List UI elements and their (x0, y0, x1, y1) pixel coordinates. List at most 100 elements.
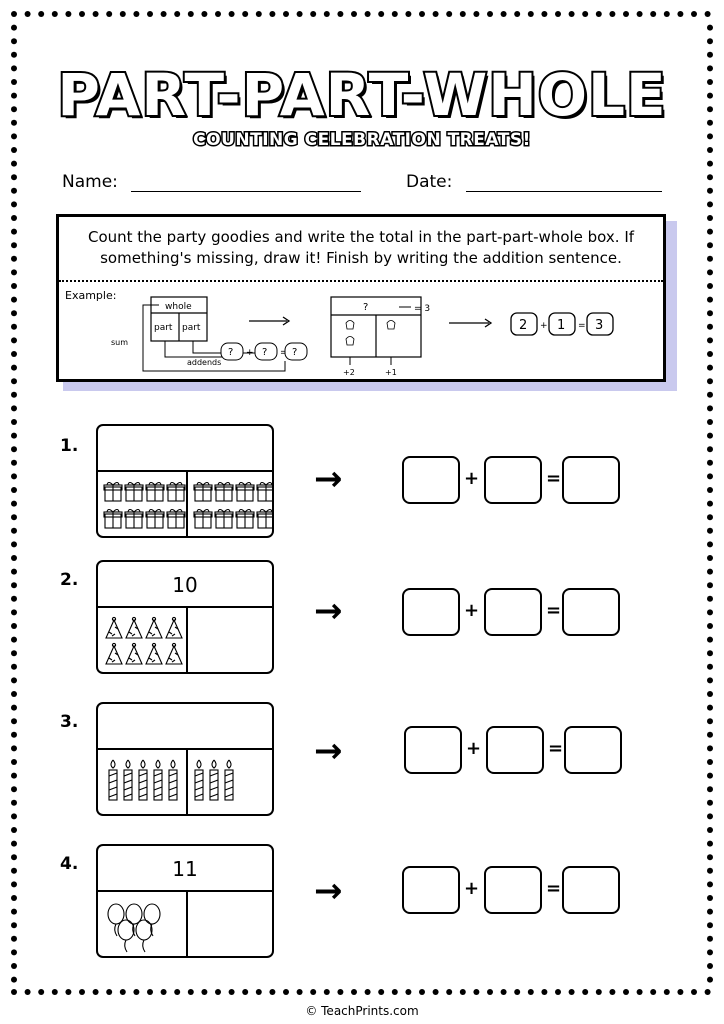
gift-icon (145, 508, 165, 529)
problem-3-addend-2[interactable] (486, 726, 544, 774)
example-q2: ? (262, 347, 267, 358)
problem-3-addend-1[interactable] (404, 726, 462, 774)
candle-icon (108, 759, 118, 801)
candle-icon (224, 759, 234, 801)
worksheet-title: PART-PART-WHOLE (55, 61, 667, 129)
candle-icon (209, 759, 219, 801)
problem-3-plus: + (466, 738, 482, 759)
balloon-icon (117, 919, 135, 953)
example-plus2: +2 (343, 368, 355, 377)
candle-icon (194, 759, 204, 801)
balloon-icon (107, 903, 125, 937)
party-hat-icons (105, 616, 183, 665)
example-plus-small: + (246, 348, 254, 358)
problem-1-equals: = (546, 468, 562, 489)
example-cupcake-icon (345, 320, 396, 346)
example-label: Example: (65, 289, 116, 302)
problem-2-arrow: → (314, 591, 343, 631)
gift-icon (124, 481, 144, 502)
gift-icon (256, 481, 272, 502)
problem-1-addend-1[interactable] (402, 456, 460, 504)
problem-2-part-left[interactable] (98, 608, 188, 672)
example-q3: ? (292, 347, 297, 358)
example-plus1: +1 (385, 368, 397, 377)
gift-icon (214, 508, 234, 529)
problem-2-addend-2[interactable] (484, 588, 542, 636)
example-eq-equals: = (578, 321, 586, 331)
party-hat-icon (145, 616, 163, 639)
problem-3-part-left[interactable] (98, 750, 188, 814)
problem-4-addend-1[interactable] (402, 866, 460, 914)
dotted-border (11, 11, 713, 995)
party-hat-icon (105, 616, 123, 639)
problem-2-box: 10 (96, 560, 274, 674)
name-field: Name: (62, 172, 362, 192)
problem-2-sum[interactable] (562, 588, 620, 636)
example-eq-plus: + (540, 321, 548, 331)
problem-1-number: 1. (60, 436, 79, 456)
problem-2-whole[interactable]: 10 (98, 562, 272, 608)
example-addends-label: addends (187, 358, 221, 367)
gift-icon (214, 481, 234, 502)
problem-4-number: 4. (60, 854, 79, 874)
footer-credit: © TeachPrints.com (305, 1004, 419, 1018)
candle-icon (168, 759, 178, 801)
gift-icon (256, 508, 272, 529)
gift-icon (124, 508, 144, 529)
gift-icon (145, 481, 165, 502)
date-line[interactable] (465, 173, 662, 192)
problem-1-part-left[interactable] (98, 472, 188, 536)
header: PART-PART-WHOLE COUNTING CELEBRATION TRE… (0, 61, 724, 152)
problem-2-equals: = (546, 600, 562, 621)
party-hat-icon (105, 642, 123, 665)
problem-4-addend-2[interactable] (484, 866, 542, 914)
problem-4-equals: = (546, 878, 562, 899)
candle-icons (108, 759, 234, 801)
problem-4-part-left[interactable] (98, 892, 188, 956)
date-field: Date: (406, 172, 662, 192)
instruction-separator (59, 280, 663, 282)
example-whole-question: ? (363, 302, 368, 313)
problem-1-whole[interactable] (98, 426, 272, 472)
example-eq-c: 3 (595, 318, 603, 333)
gift-icon (103, 481, 123, 502)
problem-1-sum[interactable] (562, 456, 620, 504)
problem-2-plus: + (464, 600, 480, 621)
gift-icon (193, 508, 213, 529)
name-line[interactable] (131, 173, 362, 192)
problem-3-sum[interactable] (564, 726, 622, 774)
instruction-box: Count the party goodies and write the to… (56, 214, 666, 382)
party-hat-icon (165, 616, 183, 639)
problem-4-sum[interactable] (562, 866, 620, 914)
problem-3-equals: = (548, 738, 564, 759)
gift-icon (193, 481, 213, 502)
problem-1-arrow: → (314, 459, 343, 499)
gift-icon (235, 481, 255, 502)
party-hat-icon (125, 642, 143, 665)
problem-2-addend-1[interactable] (402, 588, 460, 636)
problem-1-plus: + (464, 468, 480, 489)
gift-icon (166, 481, 186, 502)
problem-4-plus: + (464, 878, 480, 899)
gift-icon (235, 508, 255, 529)
balloon-icon (143, 903, 161, 937)
candle-icon (123, 759, 133, 801)
example-whole-label: whole (165, 302, 192, 312)
problem-3-whole[interactable] (98, 704, 272, 750)
party-hat-icon (125, 616, 143, 639)
gift-icon (103, 508, 123, 529)
problem-4-whole[interactable]: 11 (98, 846, 272, 892)
worksheet-subtitle: COUNTING CELEBRATION TREATS! (192, 129, 532, 152)
date-label: Date: (406, 172, 453, 192)
problem-3-arrow: → (314, 731, 343, 771)
example-equals-small: = (280, 348, 288, 358)
balloon-icon (135, 919, 153, 953)
problem-1-addend-2[interactable] (484, 456, 542, 504)
example-sum-label: sum (111, 338, 128, 347)
gift-icon (166, 508, 186, 529)
party-hat-icon (145, 642, 163, 665)
problem-3-box (96, 702, 274, 816)
example-part-label-left: part (154, 323, 173, 333)
example-equals-3: = 3 (414, 304, 430, 314)
problem-4-arrow: → (314, 871, 343, 911)
